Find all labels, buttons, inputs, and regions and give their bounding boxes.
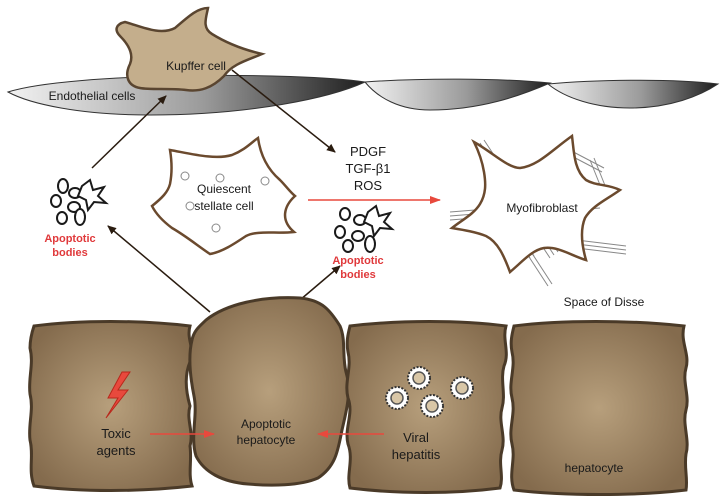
virus-icon [420, 394, 444, 418]
virus-particles [385, 366, 474, 418]
apoptotic-hepatocyte-line1: Apoptotic [241, 417, 291, 431]
apoptotic-bodies-middle-line1: Apoptotic [332, 255, 383, 267]
virus-icon [407, 366, 431, 390]
quiescent-label-line2: stellate cell [194, 199, 253, 213]
factor-tgf: TGF-β1 [345, 161, 390, 176]
viral-label-line1: Viral [403, 430, 429, 445]
apoptotic-bodies-left-line1: Apoptotic [44, 233, 95, 245]
arrow-kupffer-to-factors [231, 69, 336, 153]
factor-pdgf: PDGF [350, 144, 386, 159]
quiescent-stellate-cell [150, 135, 297, 256]
viral-label-line2: hepatitis [392, 447, 441, 462]
lightning-icon [105, 371, 131, 419]
virus-icon [385, 386, 409, 410]
toxic-label-line1: Toxic [101, 426, 131, 441]
apoptotic-bodies-middle-line2: bodies [340, 269, 375, 281]
quiescent-label-line1: Quiescent [197, 182, 252, 196]
factor-ros: ROS [354, 178, 383, 193]
toxic-label-line2: agents [96, 443, 136, 458]
space-of-disse-label: Space of Disse [564, 295, 645, 309]
stellate-lipid-droplets [180, 171, 270, 233]
hepatocyte-normal [509, 320, 689, 496]
hepatocyte-toxic [28, 320, 195, 492]
apoptotic-hepatocyte-line2: hepatocyte [237, 433, 296, 447]
myofibroblast-label: Myofibroblast [506, 201, 578, 215]
arrow-hepatocyte-to-left-bodies [107, 225, 211, 313]
hepatocyte-apoptotic [188, 296, 350, 487]
kupffer-cell [115, 6, 266, 92]
hepatocyte-label: hepatocyte [565, 461, 624, 475]
endothelial-cell-2 [364, 78, 552, 111]
myofibroblast-cell [449, 133, 623, 275]
endothelial-cell-3 [546, 79, 720, 109]
apoptotic-bodies-middle [334, 204, 395, 253]
endothelial-label: Endothelial cells [49, 89, 136, 103]
apoptotic-bodies-left-line2: bodies [52, 247, 87, 259]
kupffer-label: Kupffer cell [166, 59, 226, 73]
arrow-hepatocyte-to-mid-bodies [299, 265, 341, 301]
arrow-bodies-to-kupffer [91, 95, 167, 169]
virus-icon [450, 376, 474, 400]
endothelial-cells [6, 74, 720, 116]
apoptotic-bodies-left [50, 178, 109, 226]
